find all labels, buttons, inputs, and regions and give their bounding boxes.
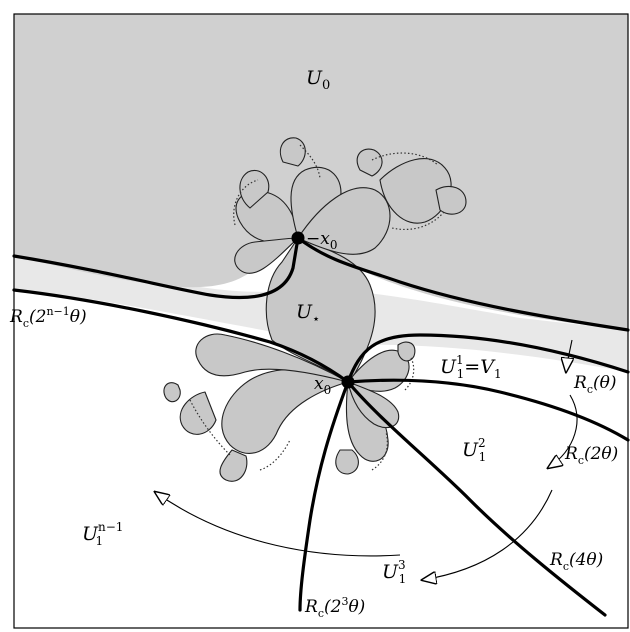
label-r-4theta: Rc(4θ) (549, 550, 603, 573)
upper-right-lobe (297, 187, 391, 255)
label-u0: U0 (306, 67, 330, 93)
tiny-lobe-d (356, 148, 383, 177)
tiny-lobe-a (435, 185, 467, 215)
lower-left-small-a (179, 391, 217, 435)
upper-boundary-left (12, 236, 300, 300)
upper-left-lobe-2 (234, 237, 299, 274)
lower-boundary-right (346, 333, 630, 384)
right-lobe-small (397, 341, 416, 362)
label-r-2theta: Rc(2θ) (564, 444, 618, 467)
rays-and-boundaries (12, 236, 630, 617)
point-minus-x0 (291, 231, 305, 245)
label-r-8theta: Rc(23θ) (304, 595, 365, 620)
upper-boundary-right (296, 236, 630, 332)
filled-julia-set (163, 137, 467, 482)
fractal-edge-lower (189, 355, 415, 471)
ray-r-theta (346, 378, 630, 442)
arrow-theta (566, 339, 572, 372)
lower-boundary-left (12, 288, 350, 384)
lower-left-lobe-2 (195, 333, 349, 383)
ray-r-2theta (346, 380, 607, 617)
label-minus-x0: −x0 (306, 229, 337, 252)
tiny-lobe-b (239, 170, 270, 209)
label-r-theta: Rc(θ) (573, 373, 616, 396)
dynamics-arrows (155, 339, 578, 580)
label-ustar: U⋆ (296, 301, 320, 327)
point-x0 (341, 375, 355, 389)
label-x0: x0 (314, 374, 331, 397)
label-r-last: Rc(2n−1θ) (9, 305, 87, 330)
lower-left-small-c (163, 382, 181, 403)
lower-middle-small (335, 449, 359, 475)
arrow-n-minus-1 (155, 492, 401, 557)
ray-r-8theta (298, 380, 350, 612)
lower-left-small-b (219, 449, 248, 482)
tiny-lobe-c (279, 137, 306, 167)
figure-frame (13, 13, 629, 629)
arrow-4theta (422, 489, 553, 580)
arrow-2theta (548, 394, 578, 468)
